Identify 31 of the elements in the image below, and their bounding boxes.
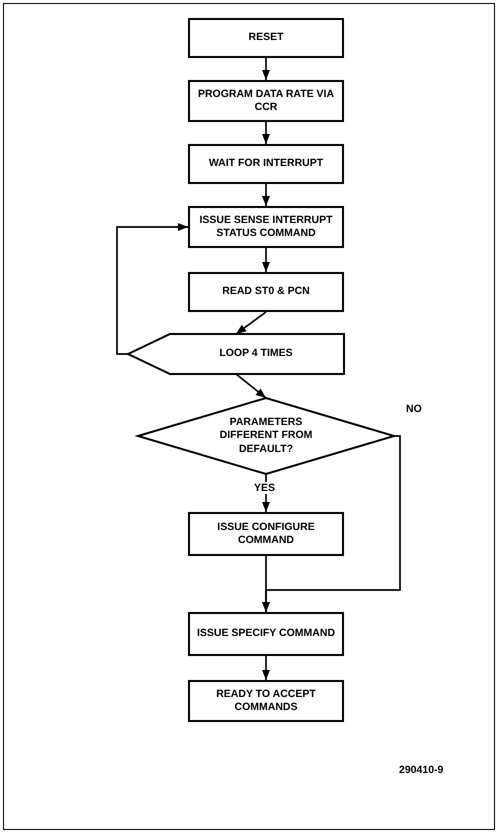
step-text: LOOP 4 TIMES [219,347,293,361]
process-box [188,144,344,184]
edge-label: NO [405,403,423,415]
arrow [262,58,270,80]
arrow [262,248,270,272]
process-box [188,80,344,122]
process-box [188,612,344,656]
step-text: ISSUE CONFIGURE COMMAND [216,520,316,548]
process-box [188,206,344,248]
process-box [188,512,344,556]
arrow [262,122,270,144]
step-text: PROGRAM DATA RATE VIA CCR [196,88,336,114]
step-text: WAIT FOR INTERRUPT [208,157,324,171]
edge-label: YES [253,482,276,494]
arrow [116,222,188,355]
arrow [262,184,270,206]
step-text: READ ST0 & PCN [222,285,310,299]
process-box [188,272,344,312]
arrow [262,556,270,612]
step-text: ISSUE SENSE INTERRUPT STATUS COMMAND [198,214,334,240]
step-text: PARAMETERS DIFFERENT FROM DEFAULT? [218,416,314,456]
step-text: READY TO ACCEPT COMMANDS [215,688,317,714]
process-box [188,18,344,58]
arrow [262,656,270,680]
step-text: RESET [248,31,284,45]
arrow [235,373,267,399]
step-text: ISSUE SPECIFY COMMAND [196,627,336,641]
loop-box [128,334,344,374]
figure-number: 290410-9 [398,764,444,776]
arrow [236,311,266,335]
process-box [188,680,344,722]
